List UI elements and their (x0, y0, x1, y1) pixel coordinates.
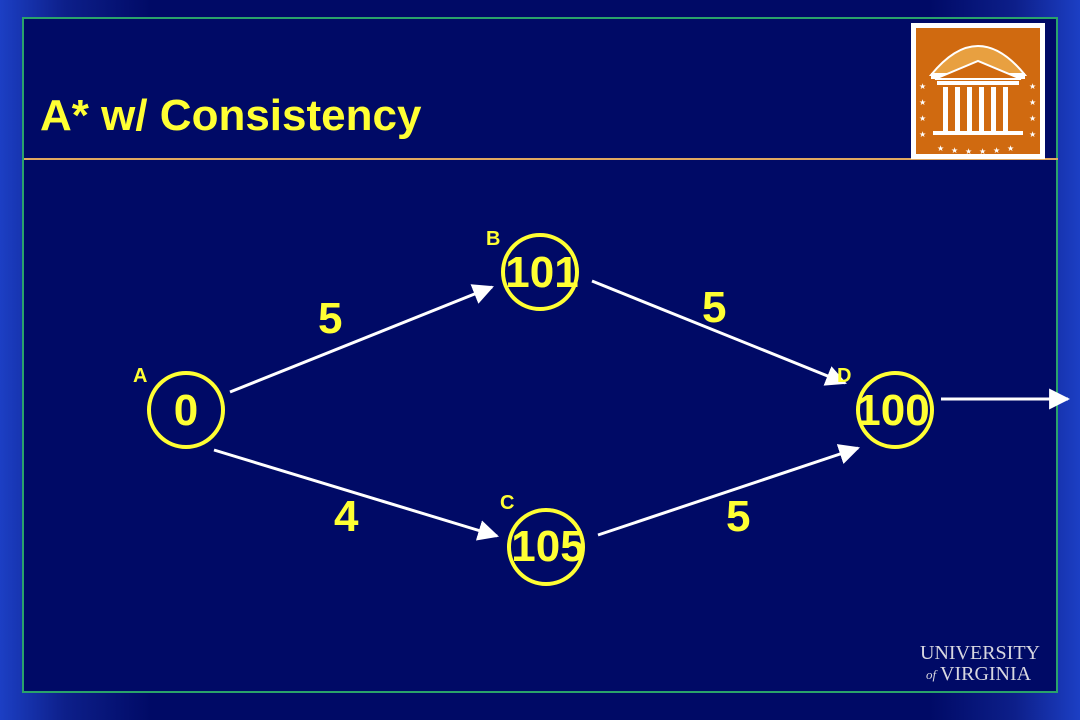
edge-weight-a-b: 5 (318, 294, 342, 343)
node-d-circle (856, 371, 934, 449)
svg-text:★: ★ (1029, 82, 1036, 91)
edge-b-d (591, 279, 847, 386)
edge-weight-c-d: 5 (726, 492, 750, 541)
title-divider (24, 158, 1058, 160)
svg-text:★: ★ (919, 114, 926, 123)
edge-c-d (597, 444, 860, 537)
node-d-value: 100 (856, 386, 929, 435)
edge-weight-b-d: 5 (702, 283, 726, 332)
rotunda-logo: ★ ★ ★ ★ ★ ★ ★ ★ ★ ★ ★ ★ ★ ★ (911, 23, 1045, 159)
svg-text:★: ★ (1029, 98, 1036, 107)
svg-text:★: ★ (919, 98, 926, 107)
svg-text:★: ★ (1029, 130, 1036, 139)
edge-weight-a-c: 4 (334, 492, 359, 541)
svg-text:★: ★ (919, 82, 926, 91)
node-b-circle (501, 233, 579, 311)
svg-text:★: ★ (1029, 114, 1036, 123)
node-d-id: D (837, 365, 851, 387)
edge-a-b (229, 284, 494, 394)
university-of-virginia-wordmark: UNIVERSITY of VIRGINIA (920, 642, 1040, 684)
wordmark-of: of (926, 667, 939, 682)
node-c-id: C (500, 492, 514, 514)
node-a-circle (147, 371, 225, 449)
svg-text:★: ★ (937, 144, 944, 153)
node-b-value: 101 (505, 248, 578, 297)
svg-text:★: ★ (919, 130, 926, 139)
svg-text:★: ★ (979, 147, 986, 156)
node-c-value: 105 (511, 522, 584, 571)
node-a-value: 0 (174, 386, 198, 435)
svg-text:★: ★ (1007, 144, 1014, 153)
edge-a-c (213, 448, 500, 541)
wordmark-line1: UNIVERSITY (920, 642, 1040, 664)
node-b-id: B (486, 228, 500, 250)
slide-frame (22, 17, 1058, 693)
wordmark-line2: VIRGINIA (940, 663, 1032, 684)
svg-text:★: ★ (965, 147, 972, 156)
svg-text:★: ★ (993, 146, 1000, 155)
node-c-circle (507, 508, 585, 586)
node-a-id: A (133, 365, 147, 387)
slide-title: A* w/ Consistency (40, 91, 422, 140)
svg-text:★: ★ (951, 146, 958, 155)
